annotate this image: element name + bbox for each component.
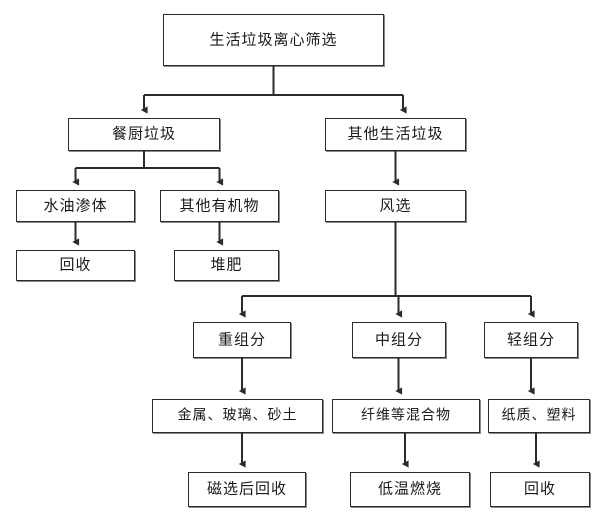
node-label: 中组分 [374, 330, 423, 348]
edge-n1-to-n2-n3 [140, 66, 407, 114]
node-medium-fraction[interactable]: 中组分 [352, 322, 446, 358]
node-label: 风选 [379, 196, 412, 214]
node-low-temperature-combustion[interactable]: 低温燃烧 [350, 472, 470, 507]
node-paper-plastic[interactable]: 纸质、塑料 [488, 399, 590, 433]
node-other-organics[interactable]: 其他有机物 [160, 190, 279, 222]
node-heavy-fraction[interactable]: 重组分 [193, 322, 291, 358]
node-label: 磁选后回收 [206, 479, 287, 498]
node-label: 堆肥 [210, 255, 243, 274]
node-magnetic-separation-recycle[interactable]: 磁选后回收 [188, 472, 306, 507]
node-air-separation[interactable]: 风选 [325, 190, 466, 222]
node-label: 回收 [523, 479, 556, 498]
node-label: 重组分 [217, 330, 266, 348]
node-metal-glass-sand[interactable]: 金属、玻璃、砂土 [152, 399, 323, 433]
edge-n6-to-components [238, 222, 535, 318]
node-water-oil-leachate[interactable]: 水油渗体 [16, 190, 135, 222]
node-kitchen-waste[interactable]: 餐厨垃圾 [68, 118, 220, 151]
node-light-fraction[interactable]: 轻组分 [484, 322, 578, 358]
node-label: 低温燃烧 [377, 479, 442, 498]
node-label: 餐厨垃圾 [111, 124, 176, 143]
node-recycle-left[interactable]: 回收 [16, 250, 135, 281]
node-label: 其他有机物 [179, 196, 260, 214]
node-label: 其他生活垃圾 [347, 124, 444, 143]
node-label: 纤维等混合物 [361, 407, 451, 424]
node-label: 金属、玻璃、砂土 [177, 407, 298, 424]
node-label: 水油渗体 [43, 196, 108, 214]
node-label: 轻组分 [506, 330, 555, 348]
node-recycle-right[interactable]: 回收 [490, 472, 590, 507]
node-label: 回收 [59, 255, 92, 274]
node-label: 生活垃圾离心筛选 [209, 30, 338, 48]
node-fiber-mixture[interactable]: 纤维等混合物 [332, 399, 480, 433]
edge-n2-to-n4-n5 [72, 151, 224, 186]
node-label: 纸质、塑料 [501, 407, 577, 424]
node-composting[interactable]: 堆肥 [174, 250, 279, 281]
node-other-domestic-waste[interactable]: 其他生活垃圾 [325, 118, 466, 151]
node-centrifugal-screening[interactable]: 生活垃圾离心筛选 [163, 14, 384, 66]
